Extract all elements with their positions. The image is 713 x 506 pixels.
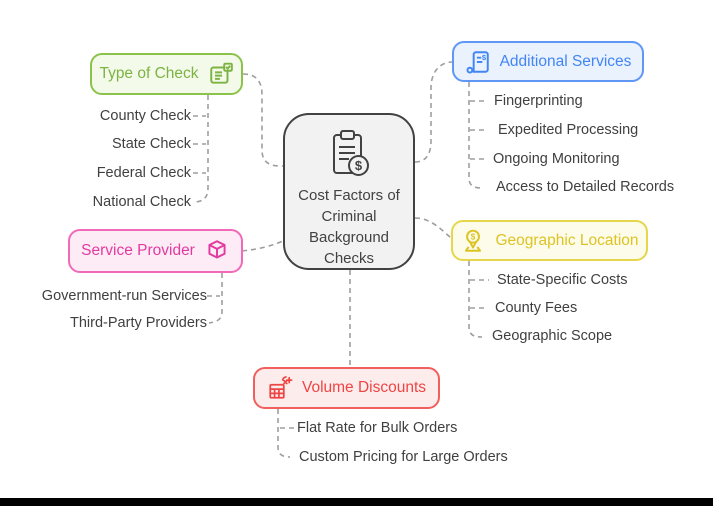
connector-service-provider-center (241, 240, 284, 252)
package-icon (204, 238, 230, 264)
topic-service-provider[interactable]: Service Provider (68, 229, 243, 273)
topic-additional-services-label: Additional Services (499, 52, 632, 70)
svg-text:$: $ (481, 52, 486, 61)
child-custom-pricing-large-orders[interactable]: Custom Pricing for Large Orders (299, 449, 508, 465)
topic-volume-discounts[interactable]: Volume Discounts (253, 367, 440, 409)
topic-type-of-check-label: Type of Check (99, 65, 199, 82)
map-pin-dollar-icon: $ (460, 228, 486, 254)
child-flat-rate-bulk-orders[interactable]: Flat Rate for Bulk Orders (297, 420, 458, 436)
discount-calculator-icon (267, 375, 293, 401)
child-expedited-processing[interactable]: Expedited Processing (498, 122, 639, 138)
connector-type-of-check-center (242, 73, 283, 167)
child-county-check[interactable]: County Check (99, 108, 191, 124)
spine-type-of-check (195, 95, 209, 203)
topic-additional-services[interactable]: $ Additional Services (452, 41, 644, 82)
svg-text:$: $ (471, 232, 476, 241)
center-node[interactable]: $ Cost Factors of Criminal Background Ch… (283, 113, 415, 270)
child-third-party-providers[interactable]: Third-Party Providers (70, 315, 207, 331)
child-state-check[interactable]: State Check (112, 136, 191, 152)
topic-geographic-location[interactable]: $ Geographic Location (451, 220, 648, 261)
child-geographic-scope[interactable]: Geographic Scope (492, 328, 613, 344)
topic-service-provider-label: Service Provider (81, 242, 195, 259)
topic-type-of-check[interactable]: Type of Check (90, 53, 243, 95)
child-county-fees[interactable]: County Fees (495, 300, 578, 316)
spine-service-provider (208, 273, 223, 324)
checklist-icon (208, 61, 234, 87)
child-national-check[interactable]: National Check (92, 194, 191, 210)
child-fingerprinting[interactable]: Fingerprinting (494, 93, 583, 109)
topic-volume-discounts-label: Volume Discounts (301, 379, 427, 396)
child-state-specific-costs[interactable]: State-Specific Costs (497, 272, 628, 288)
child-government-run-services[interactable]: Government-run Services (41, 288, 207, 304)
spine-additional-services (468, 82, 483, 189)
document-dollar-icon: $ (465, 49, 491, 75)
bottom-border-bar (0, 498, 713, 506)
spine-volume-discounts (277, 409, 291, 458)
child-federal-check[interactable]: Federal Check (96, 165, 191, 181)
clipboard-dollar-icon: $ (326, 128, 372, 180)
child-ongoing-monitoring[interactable]: Ongoing Monitoring (493, 151, 620, 167)
center-title: Cost Factors of Criminal Background Chec… (298, 187, 400, 267)
svg-text:$: $ (355, 158, 363, 173)
spine-geographic-location (468, 261, 483, 338)
child-access-detailed-records[interactable]: Access to Detailed Records (496, 179, 675, 195)
connector-center-geographic-location (414, 217, 452, 239)
topic-geographic-location-label: Geographic Location (495, 231, 639, 249)
connector-center-additional-services (414, 61, 453, 163)
